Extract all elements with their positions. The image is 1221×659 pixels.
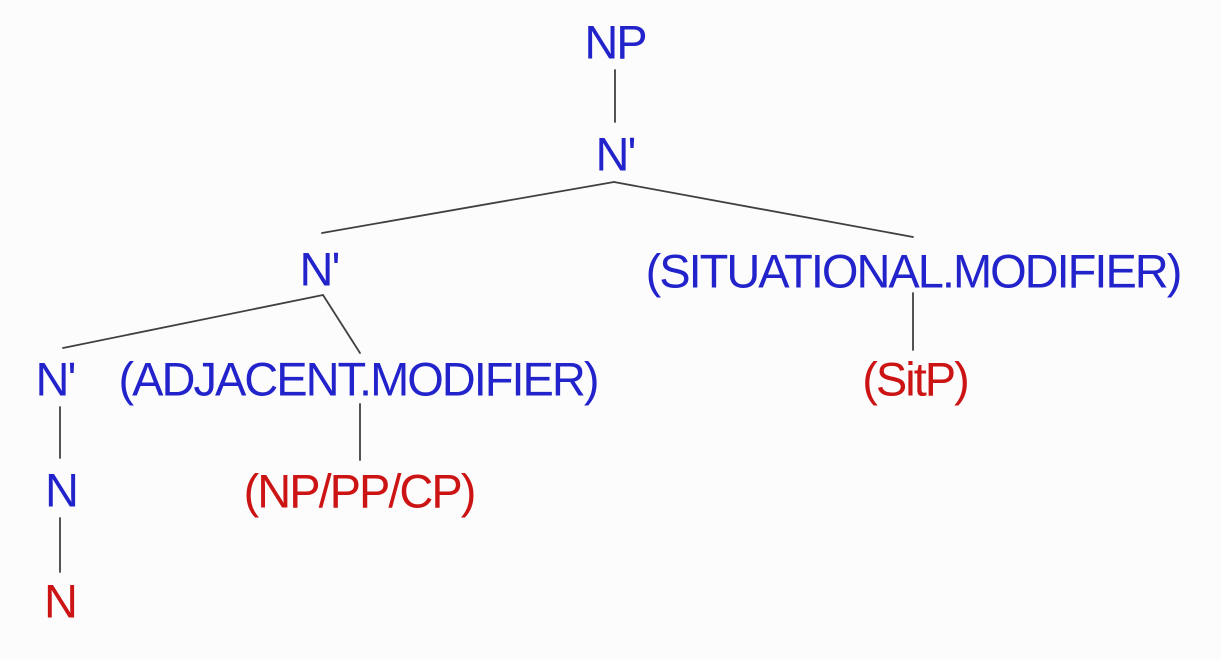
node-n-terminal: N — [44, 574, 78, 628]
edge-nbar-mid-to-nbar-left — [62, 294, 324, 349]
node-np-root: NP — [584, 15, 647, 69]
edge-nbar-top-to-nbar-mid — [321, 181, 615, 234]
node-nbar-top: N' — [595, 127, 637, 181]
edge-nbar-top-to-sit-mod — [613, 181, 914, 238]
node-np-pp-cp: (NP/PP/CP) — [243, 464, 477, 518]
node-n-head: N — [45, 463, 79, 517]
node-nbar-mid: N' — [299, 242, 341, 296]
node-nbar-left: N' — [35, 352, 77, 406]
node-situational-modifier: (SITUATIONAL.MODIFIER) — [645, 244, 1183, 298]
node-adjacent-modifier: (ADJACENT.MODIFIER) — [118, 352, 600, 406]
node-sitp: (SitP) — [862, 352, 969, 406]
edge-nbar-mid-to-adj-mod — [322, 294, 361, 354]
